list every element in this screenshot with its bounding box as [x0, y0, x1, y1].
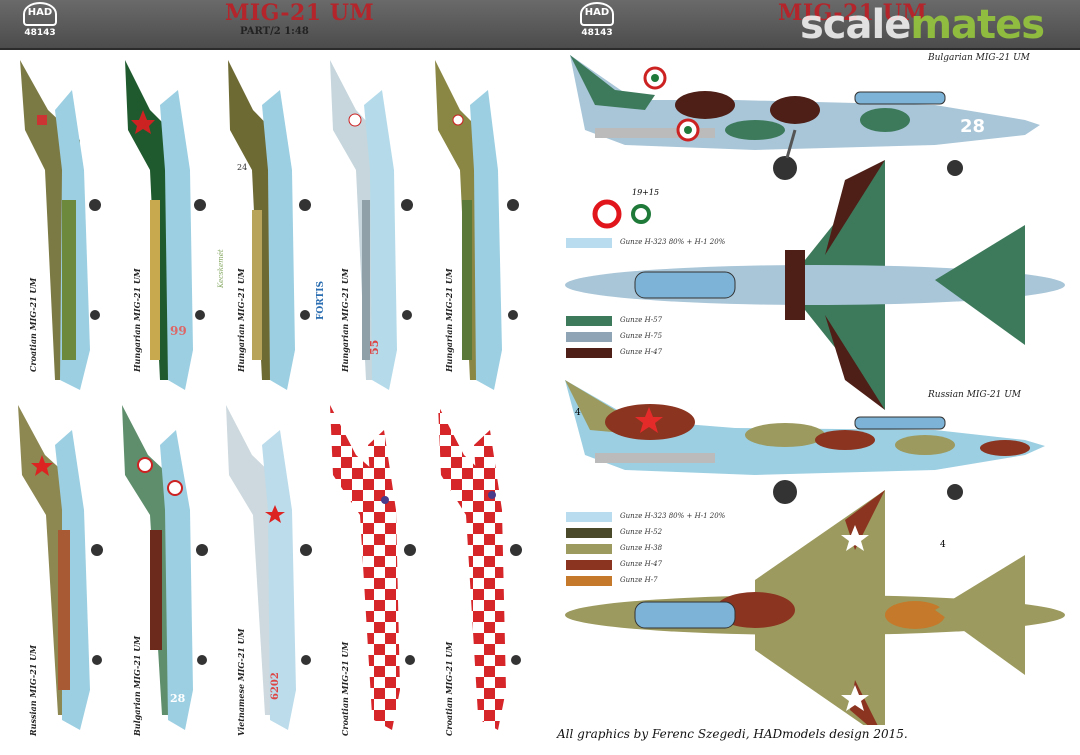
- had-logo-right: HAD 48143: [575, 2, 619, 44]
- label-top-4: Hungarian MIG-21 UM: [340, 268, 350, 372]
- sheet-title-left: MIG-21 UM: [225, 0, 375, 26]
- label-bottom-1: Russian MIG-21 UM: [28, 645, 38, 736]
- sheet-subtitle-left: PART/2 1:48: [240, 26, 309, 37]
- star-icon: [131, 110, 155, 134]
- fortis-logo: FORTIS: [316, 281, 326, 320]
- svg-text:28: 28: [170, 692, 186, 705]
- svg-text:4: 4: [940, 540, 946, 550]
- label-top-3: Hungarian MIG-21 UM: [236, 268, 246, 372]
- bulgarian-side-profile: 28: [570, 55, 1040, 180]
- svg-text:Kecskemét: Kecskemét: [217, 249, 225, 289]
- profile-artwork: 28 19+15 4: [565, 55, 1065, 725]
- svg-text:99: 99: [170, 324, 187, 338]
- label-top-2: Hungarian MIG-21 UM: [132, 268, 142, 372]
- product-code-left: 48143: [24, 28, 56, 38]
- had-logo-left: HAD 48143: [18, 2, 62, 44]
- croatian-jet-top-2: [330, 405, 416, 730]
- russian-top-view: 4: [565, 490, 1065, 725]
- red-star-icon: [635, 407, 663, 433]
- roundel-red-icon: [592, 199, 622, 229]
- red-star-icon: [265, 505, 285, 523]
- russian-jet-top: [18, 405, 103, 730]
- svg-text:19+15: 19+15: [632, 188, 659, 197]
- bulgarian-jet-top: 28: [122, 405, 208, 730]
- svg-text:4: 4: [575, 408, 581, 418]
- croatian-shield-icon: [37, 115, 47, 125]
- scalemates-watermark: scalemates: [800, 2, 1045, 48]
- credit-text: All graphics by Ferenc Szegedi, HADmodel…: [557, 727, 908, 741]
- label-bottom-3: Vietnamese MIG-21 UM: [236, 628, 246, 736]
- hungarian-jet-top-3: FORTIS 55: [316, 60, 413, 390]
- hungarian-jet-top-2: Kecskemét 24: [217, 60, 311, 390]
- product-code-right: 48143: [581, 28, 613, 38]
- top-views-artwork: 99 Kecskemét 24 FORTIS 55: [18, 60, 522, 730]
- russian-caption: Russian MIG-21 UM: [928, 390, 1021, 400]
- croatian-jet-top-3: [438, 405, 522, 730]
- red-star-icon: [31, 455, 53, 476]
- croatian-jet-top-1: [20, 60, 101, 390]
- label-top-5: Hungarian MIG-21 UM: [444, 268, 454, 372]
- label-top-1: Croatian MIG-21 UM: [28, 277, 38, 372]
- header-bar: HAD 48143 MIG-21 UM PART/2 1:48 HAD 4814…: [0, 0, 1080, 50]
- svg-text:55: 55: [368, 340, 381, 355]
- bulgarian-caption: Bulgarian MIG-21 UM: [928, 53, 1030, 63]
- svg-text:28: 28: [960, 116, 985, 137]
- svg-text:6202: 6202: [270, 672, 281, 700]
- label-bottom-5: Croatian MIG-21 UM: [444, 641, 454, 736]
- label-bottom-2: Bulgarian MIG-21 UM: [132, 635, 142, 736]
- svg-text:24: 24: [237, 163, 247, 172]
- hungarian-jet-top-1: 99: [125, 60, 206, 390]
- sheet-title-right: MIG-21 UM: [778, 0, 928, 26]
- hungarian-jet-top-4: [435, 60, 519, 390]
- bulgarian-top-view: [565, 160, 1065, 410]
- label-bottom-4: Croatian MIG-21 UM: [340, 641, 350, 736]
- russian-side-profile: 4: [565, 380, 1045, 504]
- roundel-green-icon: [631, 204, 651, 224]
- vietnamese-jet-top: 6202: [226, 405, 312, 730]
